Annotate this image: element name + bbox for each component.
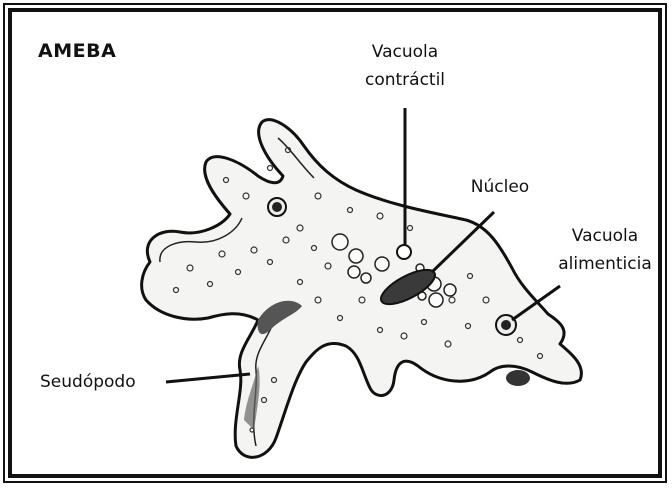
label-food-vacuole: Vacuola alimenticia — [552, 222, 658, 278]
contractile-vacuole — [397, 245, 411, 259]
label-pseudopod: Seudópodo — [40, 368, 164, 396]
food-vacuole-2-particle — [272, 202, 282, 212]
label-food-line1: Vacuola — [552, 222, 658, 250]
label-food-line2: alimenticia — [552, 250, 658, 278]
label-contractile-line1: Vacuola — [357, 38, 453, 66]
label-nucleus: Núcleo — [460, 173, 540, 201]
leader-pseudopod — [166, 374, 250, 382]
food-vacuole-particle — [501, 320, 511, 330]
food-vacuole-3 — [506, 370, 530, 386]
label-contractile-vacuole: Vacuola contráctil — [357, 38, 453, 94]
diagram-title: AMEBA — [38, 40, 116, 62]
amoeba-body — [142, 120, 582, 458]
label-contractile-line2: contráctil — [357, 66, 453, 94]
